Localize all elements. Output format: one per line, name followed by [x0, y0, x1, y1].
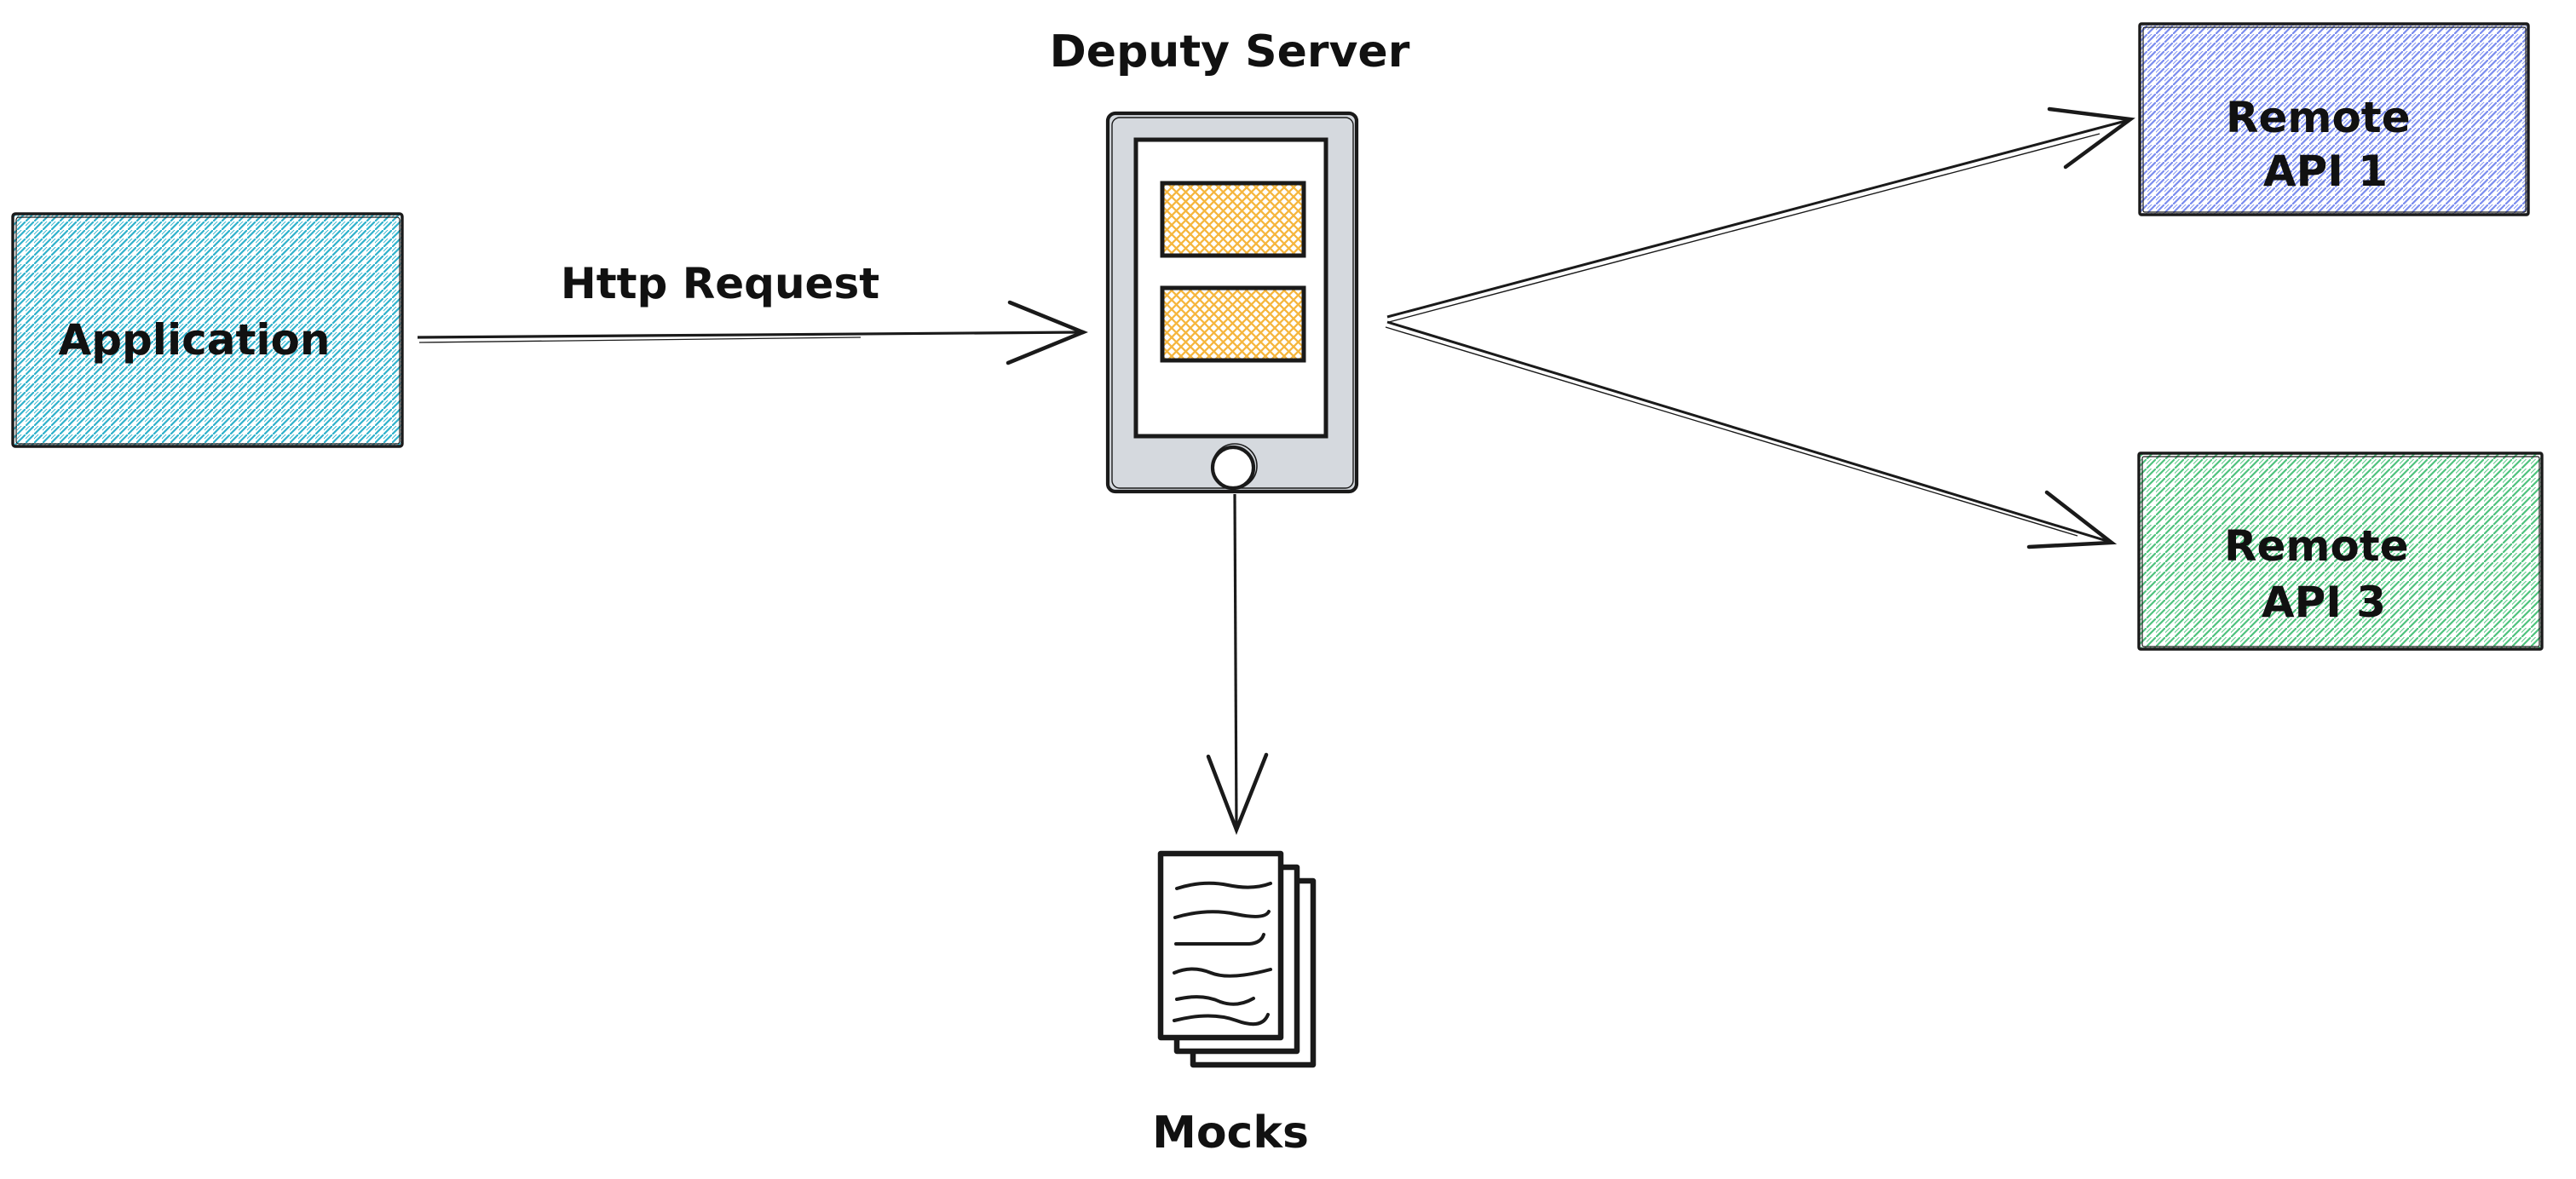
mocks-arrowhead: [1206, 752, 1269, 836]
deputy-server-label: Deputy Server: [1050, 26, 1410, 78]
remote-api-1-label-line2: API 1: [2263, 147, 2388, 196]
remote-api-1-arrow-sketch-line: [1388, 133, 2101, 323]
application-label: Application: [59, 315, 331, 365]
remote-api-3-node: Remote API 3: [2137, 451, 2544, 651]
remote-api-1-box: [2138, 22, 2530, 216]
remote-api-3-box-sketch-line: [2141, 456, 2540, 647]
edge-to-remote-api-3: [1385, 320, 2118, 549]
mocks-text-line-6: [1173, 1013, 1270, 1027]
remote-api-1-box-sketch-line: [2142, 26, 2527, 213]
screen-block-top: [1160, 181, 1306, 258]
remote-api-3-arrow-line: [1386, 320, 2111, 543]
remote-api-1-arrow-line: [1386, 118, 2129, 319]
mocks-text-line-5: [1175, 995, 1255, 1006]
application-box: [11, 212, 404, 448]
mocks-node: Mocks: [1152, 850, 1317, 1159]
remote-api-3-arrowhead: [2026, 490, 2118, 549]
http-request-arrow-sketch-line: [418, 336, 862, 343]
remote-api-3-label-line2: API 3: [2262, 578, 2386, 627]
edge-to-mocks: [1206, 493, 1269, 836]
http-request-label: Http Request: [561, 259, 879, 308]
remote-api-3-label-line1: Remote: [2224, 521, 2409, 571]
screen-block-bottom: [1160, 285, 1306, 363]
mocks-text-line-1: [1175, 881, 1272, 890]
remote-api-1-label-line1: Remote: [2226, 93, 2411, 142]
mocks-text-line-4: [1173, 967, 1272, 978]
http-request-arrowhead: [1006, 300, 1088, 365]
deputy-server-node: Deputy Server: [1050, 26, 1410, 494]
remote-api-3-label: Remote API 3: [2224, 521, 2423, 627]
remote-api-1-label: Remote API 1: [2226, 93, 2425, 196]
remote-api-1-arrowhead: [2047, 106, 2135, 170]
mocks-page-text-lines: [1173, 881, 1272, 1027]
device-home-button-sketch-line: [1212, 443, 1258, 489]
mocks-label: Mocks: [1152, 1107, 1309, 1159]
mocks-arrow-line: [1233, 493, 1238, 829]
mocks-text-line-2: [1173, 910, 1271, 919]
http-request-edge: Http Request: [417, 259, 1088, 365]
application-box-sketch-line: [15, 216, 401, 445]
mocks-text-line-3: [1174, 933, 1265, 946]
http-request-arrow-line: [417, 331, 1081, 339]
edge-to-remote-api-1: [1386, 106, 2135, 323]
remote-api-3-arrow-sketch-line: [1385, 326, 2078, 537]
remote-api-1-node: Remote API 1: [2138, 22, 2530, 216]
application-node: Application: [11, 212, 404, 448]
remote-api-3-box: [2137, 451, 2544, 651]
